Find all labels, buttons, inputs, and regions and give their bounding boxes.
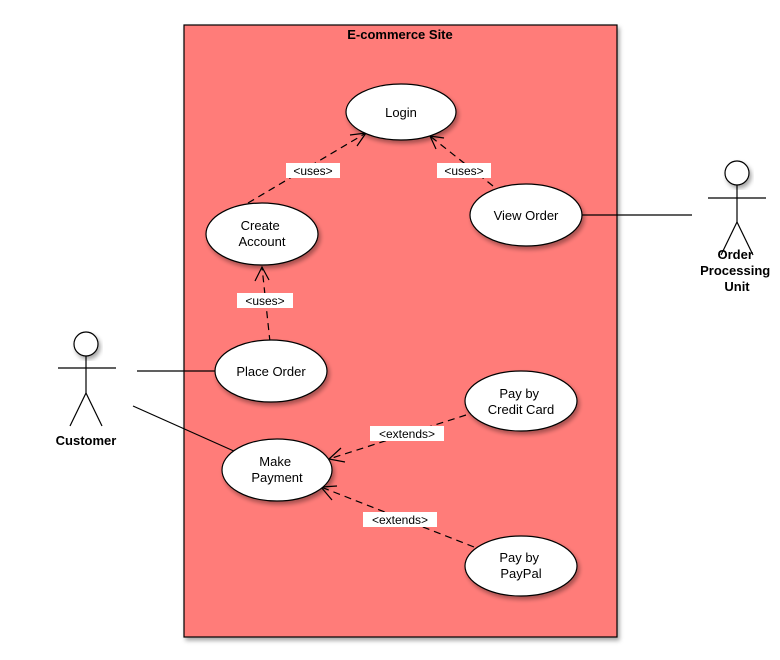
- actor-customer-label: Customer: [56, 433, 117, 448]
- system-title: E-commerce Site: [347, 27, 453, 42]
- use-case-make-payment-ellipse: [221, 438, 333, 502]
- actor-customer: Customer: [56, 331, 117, 448]
- customer-figure-icon: [58, 331, 116, 427]
- use-case-pay-paypal-label: Pay by PayPal: [499, 550, 542, 581]
- use-case-make-payment: Make Payment: [221, 438, 333, 502]
- label-view-login: <uses>: [444, 164, 483, 178]
- use-case-create-account-label: Create Account: [239, 218, 286, 249]
- label-box-view-login: [437, 163, 491, 178]
- order-processing-unit-figure-icon: [708, 160, 766, 256]
- label-create-login: <uses>: [293, 164, 332, 178]
- use-case-login: Login: [345, 83, 457, 141]
- use-case-pay-paypal: Pay by PayPal: [464, 535, 578, 597]
- relationship-labels: <uses> <uses> <uses> <extends> <extends>: [237, 163, 491, 527]
- use-case-pay-credit-card-label: Pay by Credit Card: [488, 386, 554, 417]
- use-case-make-payment-label: Make Payment: [251, 454, 303, 485]
- label-box-paypal-payment: [363, 512, 437, 527]
- use-case-view-order-label: View Order: [494, 208, 559, 223]
- use-case-place-order: Place Order: [214, 339, 328, 403]
- relationship-lines: [132, 132, 692, 548]
- label-box-place-create: [237, 293, 293, 308]
- uses-line-create-login: [247, 132, 367, 204]
- use-case-pay-credit-card: Pay by Credit Card: [464, 370, 578, 432]
- use-case-view-order: View Order: [469, 183, 583, 247]
- use-case-place-order-label: Place Order: [236, 364, 306, 379]
- association-customer-make-payment: [132, 405, 237, 453]
- use-case-login-label: Login: [385, 105, 417, 120]
- actor-order-processing-unit: Order Processing Unit: [700, 160, 774, 294]
- use-case-create-account: Create Account: [205, 202, 319, 266]
- label-place-create: <uses>: [245, 294, 284, 308]
- label-paypal-payment: <extends>: [372, 513, 428, 527]
- use-case-create-account-ellipse: [205, 202, 319, 266]
- extends-line-paypal-payment: [320, 486, 475, 548]
- use-case-pay-paypal-ellipse: [464, 535, 578, 597]
- label-box-create-login: [286, 163, 340, 178]
- label-credit-payment: <extends>: [379, 427, 435, 441]
- use-case-place-order-ellipse: [214, 339, 328, 403]
- arrowhead-create-from-place: [254, 265, 270, 282]
- use-case-login-ellipse: [345, 83, 457, 141]
- use-case-view-order-ellipse: [469, 183, 583, 247]
- actor-order-processing-unit-label: Order Processing Unit: [700, 247, 774, 294]
- label-box-credit-payment: [370, 426, 444, 441]
- use-case-pay-credit-card-ellipse: [464, 370, 578, 432]
